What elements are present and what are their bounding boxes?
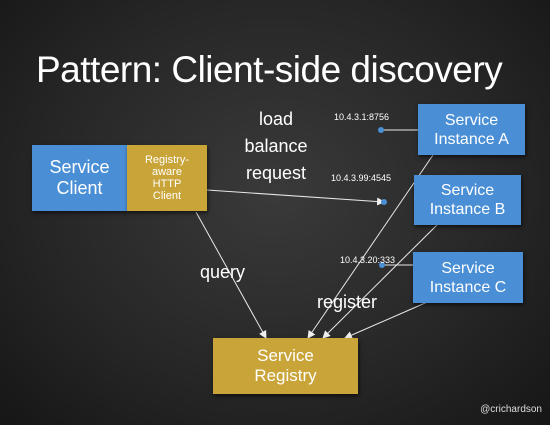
- instance-b-line1: Service: [440, 182, 495, 199]
- endpoint-dot-a: [378, 127, 384, 133]
- registry-line1: Service: [257, 346, 314, 365]
- register-label: register: [317, 292, 378, 312]
- instance-a-address: 10.4.3.1:8756: [334, 112, 390, 122]
- register-arrow-c: [344, 299, 433, 339]
- register-arrow-b: [322, 224, 438, 339]
- instance-c-address: 10.4.3.20:333: [340, 255, 396, 265]
- registry-line2: Registry: [254, 366, 317, 385]
- author-handle: @crichardson: [480, 404, 542, 415]
- instance-a-line1: Service: [444, 111, 499, 129]
- instance-b-line2: Instance B: [429, 201, 506, 218]
- load-balance-label: load balance request: [236, 106, 316, 187]
- load-balance-line1: load: [258, 109, 294, 129]
- http-client-line3: HTTP: [152, 178, 182, 190]
- http-client-line2: aware: [152, 166, 182, 178]
- http-client-line4: Client: [152, 190, 182, 202]
- endpoint-dot-b: [381, 199, 387, 205]
- instance-b-address: 10.4.3.99:4545: [331, 173, 392, 183]
- service-client-line2: Client: [56, 178, 103, 198]
- endpoint-dot-c: [379, 262, 385, 268]
- load-balance-line3: request: [245, 163, 307, 183]
- service-client-line1: Service: [49, 157, 110, 177]
- request-arrow: [206, 189, 385, 206]
- instance-c-line1: Service: [441, 259, 495, 277]
- register-arrow-a: [307, 154, 434, 339]
- slide-title: Pattern: Client-side discovery: [36, 49, 503, 90]
- query-arrow: [195, 211, 267, 339]
- instance-a-line2: Instance A: [434, 130, 509, 148]
- http-client-line1: Registry-: [144, 154, 189, 166]
- query-label: query: [200, 262, 246, 282]
- instance-c-line2: Instance C: [429, 278, 507, 296]
- load-balance-line2: balance: [244, 136, 308, 156]
